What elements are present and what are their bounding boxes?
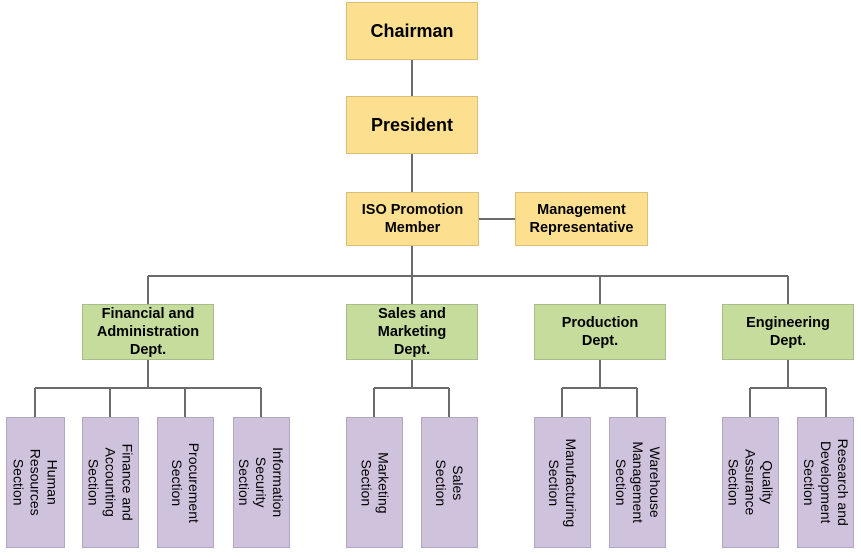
engineering-dept-label: Engineering Dept. — [746, 314, 830, 349]
iso-promotion-member-box: ISO Promotion Member — [346, 192, 479, 246]
manufacturing-section-box: Manufacturing Section — [534, 417, 591, 548]
chairman-box: Chairman — [346, 2, 478, 60]
procurement-section-box: Procurement Section — [157, 417, 214, 548]
production-dept-box: Production Dept. — [534, 304, 666, 360]
finance-accounting-section-box: Finance and Accounting Section — [82, 417, 139, 548]
marketing-section-box: Marketing Section — [346, 417, 403, 548]
president-label: President — [370, 114, 454, 135]
production-dept-label: Production Dept. — [561, 314, 639, 349]
human-resources-section-box: Human Resources Section — [6, 417, 65, 548]
quality-assurance-section-box: Quality Assurance Section — [722, 417, 779, 548]
iso-promotion-member-label: ISO Promotion Member — [361, 201, 464, 236]
marketing-section-label: Marketing Section — [358, 451, 392, 514]
warehouse-management-section-label: Warehouse Management Section — [613, 441, 663, 524]
human-resources-section-label: Human Resources Section — [11, 449, 61, 516]
management-representative-box: Management Representative — [515, 192, 648, 246]
information-security-section-label: Information Security Section — [237, 447, 287, 518]
management-representative-label: Management Representative — [529, 201, 634, 236]
president-box: President — [346, 96, 478, 154]
sales-marketing-dept-box: Sales and Marketing Dept. — [346, 304, 478, 360]
engineering-dept-box: Engineering Dept. — [722, 304, 854, 360]
research-development-section-label: Research and Development Section — [801, 438, 851, 527]
procurement-section-label: Procurement Section — [169, 442, 203, 523]
sales-section-label: Sales Section — [433, 459, 467, 506]
quality-assurance-section-label: Quality Assurance Section — [726, 449, 776, 516]
manufacturing-section-label: Manufacturing Section — [546, 438, 580, 527]
sales-section-box: Sales Section — [421, 417, 478, 548]
chairman-label: Chairman — [370, 20, 454, 41]
financial-administration-dept-box: Financial and Administration Dept. — [82, 304, 214, 360]
sales-marketing-dept-label: Sales and Marketing Dept. — [377, 305, 447, 359]
financial-administration-dept-label: Financial and Administration Dept. — [96, 305, 200, 359]
warehouse-management-section-box: Warehouse Management Section — [609, 417, 666, 548]
finance-accounting-section-label: Finance and Accounting Section — [86, 443, 136, 522]
research-development-section-box: Research and Development Section — [797, 417, 854, 548]
information-security-section-box: Information Security Section — [233, 417, 290, 548]
